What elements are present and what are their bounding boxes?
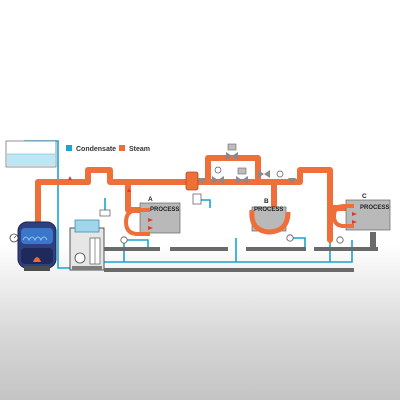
heat-arrow-icon xyxy=(352,212,357,224)
floor-platforms xyxy=(104,232,378,272)
steam-trap-b xyxy=(286,234,294,242)
process-b-label: PROCESS xyxy=(254,207,283,213)
condensate-receiver xyxy=(69,219,105,271)
isolation-valve-icon xyxy=(212,176,224,184)
pressure-gauge-icon xyxy=(214,166,284,178)
heat-arrow-icon xyxy=(148,218,153,230)
process-b-heat-coil xyxy=(249,209,291,235)
condensate-link-b xyxy=(290,237,306,250)
boiler-gauge xyxy=(9,233,19,243)
steam-trap-a xyxy=(120,236,128,244)
legend-condensate-label: Condensate xyxy=(76,146,116,153)
steam-trap-c xyxy=(336,236,344,244)
process-a-label: PROCESS xyxy=(150,207,179,213)
legend-condensate-swatch xyxy=(66,145,72,151)
process-a-heat-coil xyxy=(123,208,150,236)
feedwater-tank xyxy=(5,140,57,168)
vent-valve-icon xyxy=(99,209,111,217)
legend: Condensate Steam xyxy=(66,145,150,153)
process-c-heat-coil xyxy=(331,204,354,228)
pressure-reducing-valve-icon xyxy=(226,143,238,160)
steam-separator xyxy=(185,171,202,205)
process-c-label: PROCESS xyxy=(360,205,389,211)
boiler xyxy=(17,221,57,271)
process-unit-a: PROCESS A xyxy=(123,196,181,236)
legend-steam-label: Steam xyxy=(129,146,150,153)
condensate-link-a xyxy=(124,239,149,250)
strainer-icon xyxy=(198,178,296,184)
steam-main-header xyxy=(85,167,195,185)
steam-header-right xyxy=(189,167,333,243)
process-unit-b: PROCESS B xyxy=(249,198,291,235)
process-unit-c: PROCESS C xyxy=(331,193,391,231)
process-b-tag: B xyxy=(264,198,269,205)
safety-valve-icon xyxy=(258,170,270,178)
process-c-tag: C xyxy=(362,193,367,200)
control-valve-icon xyxy=(236,167,248,184)
legend-steam-swatch xyxy=(119,145,125,151)
flow-arrow-icon xyxy=(68,176,131,192)
burner-flame-icon xyxy=(33,257,41,262)
process-a-tag: A xyxy=(148,196,153,203)
steam-main-riser xyxy=(35,179,91,243)
